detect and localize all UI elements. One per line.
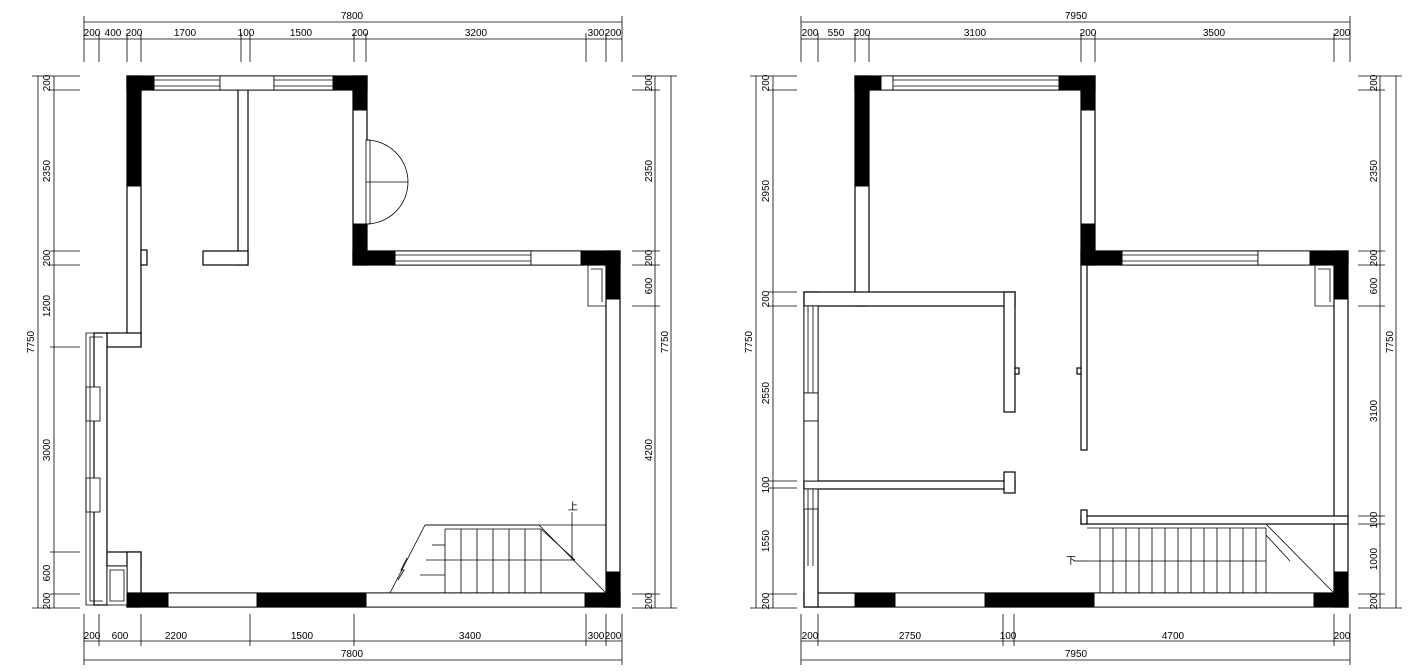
plan1-left-total: 7750 [26, 330, 37, 353]
plan2-top-dim: 3100 [964, 28, 987, 39]
plan2-bottom-dim: 200 [802, 631, 819, 642]
plan1-bottom-dim: 1500 [291, 631, 314, 642]
plan1-top-dim: 200 [352, 28, 369, 39]
plan2-right-dim: 100 [1369, 511, 1380, 528]
plan1-left-dim: 3000 [42, 438, 53, 461]
plan1-bottom-dim: 3400 [459, 631, 482, 642]
plan2-top-dim: 200 [1080, 28, 1097, 39]
plan2-walls [803, 75, 1349, 608]
plan2-left-dim: 1550 [761, 529, 772, 552]
plan1-right-dim: 200 [644, 592, 655, 609]
plan1-top-dim: 1700 [174, 28, 197, 39]
plan1-stair-label: 上 [568, 501, 578, 513]
plan2-bottom-dim: 200 [1334, 631, 1351, 642]
plan2-right-dimensions: 200 2350 200 600 3100 100 1000 200 7750 [1358, 74, 1402, 609]
plan1-right-total: 7750 [660, 330, 671, 353]
plan-2: 7950 200 550 200 3100 200 3500 200 200 2… [744, 11, 1402, 665]
plan2-bottom-dim: 100 [1000, 631, 1017, 642]
plan1-door [365, 139, 409, 225]
plan2-left-dim: 200 [761, 290, 772, 307]
plan1-top-total: 7800 [341, 11, 364, 22]
plan1-right-dim: 200 [644, 74, 655, 91]
plan1-left-dim: 200 [42, 74, 53, 91]
plan1-left-dim: 600 [42, 564, 53, 581]
plan1-top-dimensions: 7800 200 400 200 1700 100 1500 200 3200 … [83, 11, 623, 62]
plan2-right-dim: 200 [1369, 592, 1380, 609]
plan2-left-dim: 100 [761, 476, 772, 493]
plan1-top-dim: 200 [605, 28, 622, 39]
plan1-bottom-dim: 2200 [165, 631, 188, 642]
plan2-left-dimensions: 200 2950 200 2550 100 1550 200 7750 [744, 74, 797, 609]
plan2-top-dim: 200 [854, 28, 871, 39]
plan1-right-dim: 600 [644, 277, 655, 294]
plan1-top-dim: 1500 [290, 28, 313, 39]
plan1-top-dim: 200 [84, 28, 101, 39]
plan2-left-total: 7750 [744, 330, 755, 353]
plan1-bottom-dim: 600 [112, 631, 129, 642]
plan2-right-dim: 200 [1369, 249, 1380, 266]
plan1-right-dim: 200 [644, 249, 655, 266]
plan2-right-dim: 1000 [1369, 547, 1380, 570]
plan1-left-dim: 2350 [42, 159, 53, 182]
plan1-bottom-dim: 200 [84, 631, 101, 642]
plan1-bottom-total: 7800 [341, 649, 364, 660]
plan2-bottom-dimensions: 200 2750 100 4700 200 7950 [800, 614, 1351, 665]
plan2-top-dim: 3500 [1203, 28, 1226, 39]
plan1-fixtures [109, 264, 607, 602]
plan2-stairs: 下 [1066, 523, 1335, 594]
plan1-left-dimensions: 200 2350 200 1200 3000 600 200 7750 [26, 74, 80, 609]
plan2-right-dim: 200 [1369, 74, 1380, 91]
plan2-bottom-dim: 4700 [1162, 631, 1185, 642]
plan2-right-total: 7750 [1385, 330, 1396, 353]
plan2-fixtures [1314, 264, 1335, 307]
plan2-top-total: 7950 [1065, 11, 1088, 22]
plan1-right-dimensions: 200 2350 200 600 4200 200 7750 [632, 74, 677, 609]
plan1-bottom-dim: 200 [605, 631, 622, 642]
plan2-right-dim: 2350 [1369, 159, 1380, 182]
plan1-stairs: 上 [389, 501, 607, 594]
plan1-columns [126, 75, 621, 608]
plan1-bottom-dimensions: 200 600 2200 1500 3400 300 200 7800 [83, 614, 623, 665]
plan2-bottom-dim: 2750 [899, 631, 922, 642]
plan1-top-dim: 300 [588, 28, 605, 39]
plan1-top-dim: 100 [238, 28, 255, 39]
plan-1: 7800 200 400 200 1700 100 1500 200 3200 … [26, 11, 677, 665]
plan1-right-dim: 4200 [644, 438, 655, 461]
plan2-top-dimensions: 7950 200 550 200 3100 200 3500 200 [800, 11, 1351, 62]
plan2-top-dim: 550 [828, 28, 845, 39]
plan1-windows [85, 75, 586, 608]
plan2-windows [803, 75, 1315, 608]
plan2-left-dim: 2950 [761, 179, 772, 202]
plan1-left-dim: 200 [42, 592, 53, 609]
plan1-left-dim: 200 [42, 249, 53, 266]
plan2-stair-label: 下 [1066, 556, 1076, 567]
plan2-right-dim: 600 [1369, 277, 1380, 294]
plan2-top-dim: 200 [1334, 28, 1351, 39]
plan1-left-dim: 1200 [42, 294, 53, 317]
plan1-top-dim: 200 [126, 28, 143, 39]
plan1-bottom-dim: 300 [588, 631, 605, 642]
plan2-top-dim: 200 [802, 28, 819, 39]
plan1-top-dim: 3200 [465, 28, 488, 39]
plan2-bottom-total: 7950 [1065, 649, 1088, 660]
plan1-right-dim: 2350 [644, 159, 655, 182]
plan2-left-dim: 200 [761, 74, 772, 91]
plan2-right-dim: 3100 [1369, 399, 1380, 422]
plan2-left-dim: 200 [761, 592, 772, 609]
plan2-left-dim: 2550 [761, 381, 772, 404]
plan1-top-dim: 400 [105, 28, 122, 39]
plan2-columns [854, 75, 1349, 608]
